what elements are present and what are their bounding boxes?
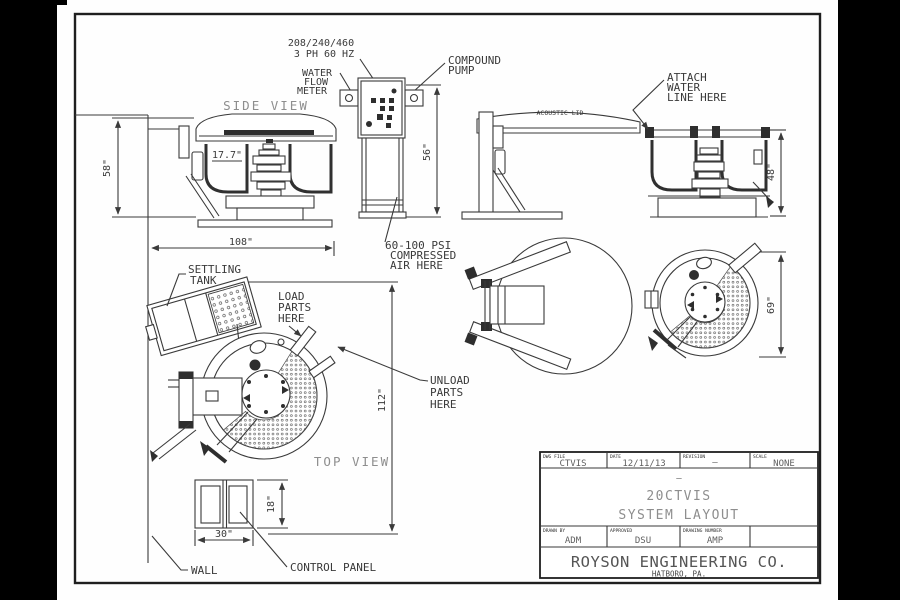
drawing-title-line2: SYSTEM LAYOUT (618, 508, 739, 523)
scale-label: SCALE (753, 454, 767, 460)
dim-layout-width-text: 108" (229, 237, 253, 248)
revision-label: REVISION (683, 454, 705, 460)
load-line2: PARTS (278, 301, 311, 314)
dim-lid-diameter-text: 69" (766, 296, 777, 314)
side-view-label: SIDE VIEW (223, 98, 309, 113)
dim-layout-depth: 112" (245, 281, 398, 535)
scale-value: NONE (773, 459, 795, 469)
unload-line2: PARTS (430, 386, 463, 399)
dwg-file-label: DWG FILE (543, 454, 565, 460)
company-location: HATBORO, PA. (652, 570, 706, 579)
revision-value: — (712, 458, 718, 468)
control-panel-text: CONTROL PANEL (290, 561, 376, 574)
side-view-machine: SIDE VIEW 17.7" (148, 98, 337, 228)
pump-line2: PUMP (448, 64, 475, 77)
dim-layout-depth-text: 112" (377, 388, 388, 412)
title-dash: — (676, 474, 682, 484)
pump-line1: COMPOUND (448, 54, 501, 67)
drawing-number-value: AMP (707, 536, 724, 546)
acoustic-lid-label: ACOUSTIC LID (537, 109, 584, 117)
power-line2: 3 PH 60 HZ (294, 49, 354, 60)
dim-lid-diameter: 69" (759, 251, 786, 358)
dim-pedestal-height-text: 56" (422, 143, 433, 161)
dwg-file-value: CTVIS (559, 459, 586, 469)
drawn-by-label: DRAWN BY (543, 528, 565, 534)
drawing-number-label: DRAWING NUMBER (683, 528, 722, 534)
unload-line3: HERE (430, 398, 457, 411)
attach-line3: LINE HERE (667, 91, 727, 104)
wfm-line2: FLOW (304, 77, 329, 88)
compound-pump-label: COMPOUND PUMP (412, 54, 501, 93)
load-parts-label: LOAD PARTS HERE (278, 290, 311, 337)
wall-text: WALL (191, 564, 218, 577)
lid-top-view (464, 237, 633, 375)
air-line1: 60-100 PSI (385, 239, 451, 252)
tank-line1: SETTLING (188, 263, 241, 276)
dim-rear-height: 48" (766, 129, 786, 217)
company-name: ROYSON ENGINEERING CO. (571, 553, 787, 571)
wall-label: WALL (151, 535, 218, 577)
approved-value: DSU (635, 536, 651, 546)
lid-stand-side-view: ACOUSTIC LID (461, 109, 641, 220)
scan-margin-left (0, 0, 57, 600)
dim-channel-width: 17.7" (212, 150, 242, 161)
dim-pedestal-height: 56" (406, 84, 441, 218)
dim-panel-width-text: 30" (215, 529, 233, 540)
attach-line1: ATTACH (667, 71, 707, 84)
machine-rear-view (645, 126, 774, 218)
top-view-label: TOP VIEW (314, 454, 390, 469)
bowl-top-view (150, 325, 336, 464)
date-value: 12/11/13 (622, 459, 665, 469)
dim-panel-width: 30" (194, 529, 254, 546)
settling-tank-label: SETTLING TANK (166, 263, 241, 307)
sheet-border (73, 12, 822, 585)
approved-label: APPROVED (610, 528, 632, 534)
load-line1: LOAD (278, 290, 305, 303)
control-panel-label: CONTROL PANEL (239, 511, 376, 574)
load-line3: HERE (278, 312, 305, 325)
date-label: DATE (610, 454, 621, 460)
wall-line (75, 114, 149, 563)
settling-tank (144, 276, 262, 357)
dim-side-height-text: 58" (102, 159, 113, 177)
control-panel-plan (194, 479, 254, 529)
tank-line2: TANK (190, 274, 217, 287)
title-block: DWG FILE CTVIS DATE 12/11/13 REVISION — … (539, 451, 819, 579)
air-line3: AIR HERE (390, 259, 443, 272)
drawn-by-value: ADM (565, 536, 582, 546)
wfm-line1: WATER (302, 68, 333, 79)
unload-line1: UNLOAD (430, 374, 470, 387)
scan-notch (57, 0, 67, 5)
attach-line2: WATER (667, 81, 700, 94)
drawing-title-line1: 20CTVIS (646, 489, 711, 504)
machine-top-view-right (644, 242, 763, 359)
attach-water-line-label: ATTACH WATER LINE HERE (632, 71, 727, 130)
dim-layout-width: 108" (151, 237, 335, 256)
air-line2: COMPRESSED (390, 249, 456, 262)
unload-parts-label: UNLOAD PARTS HERE (337, 346, 470, 411)
dim-panel-depth: 18" (257, 479, 288, 529)
scan-margin-right (838, 0, 900, 600)
dim-rear-height-text: 48" (766, 163, 777, 181)
compressed-air-label: 60-100 PSI COMPRESSED AIR HERE (384, 196, 456, 272)
power-line1: 208/240/460 (288, 38, 354, 49)
dim-side-height: 58" (102, 117, 196, 218)
dim-panel-depth-text: 18" (266, 495, 277, 513)
wfm-line3: METER (297, 86, 328, 97)
